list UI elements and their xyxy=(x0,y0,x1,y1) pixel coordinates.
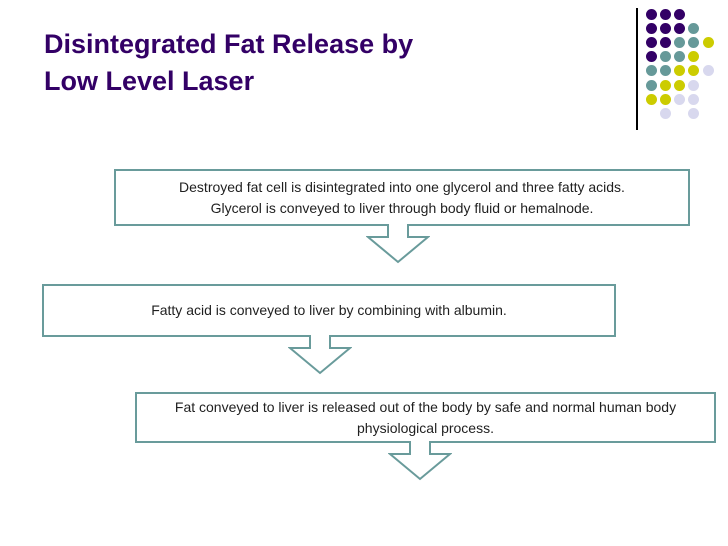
dot xyxy=(645,51,657,63)
dot xyxy=(702,65,714,77)
dot xyxy=(659,107,671,119)
flow-step-3-text-line-2: physiological process. xyxy=(357,419,494,436)
slide-title: Disintegrated Fat Release by Low Level L… xyxy=(44,26,413,100)
dot xyxy=(688,51,700,63)
dot xyxy=(674,22,686,34)
slide-title-line-2: Low Level Laser xyxy=(44,66,255,96)
dot xyxy=(659,8,671,20)
dot xyxy=(645,93,657,105)
slide-title-line-1: Disintegrated Fat Release by xyxy=(44,29,414,59)
dot xyxy=(688,22,700,34)
dot xyxy=(688,36,700,48)
flow-step-1-text-line-2: Glycerol is conveyed to liver through bo… xyxy=(210,199,594,216)
dot xyxy=(674,8,686,20)
dot xyxy=(659,93,671,105)
dot xyxy=(645,65,657,77)
dot xyxy=(645,8,657,20)
dot xyxy=(688,79,700,91)
flow-step-1-box: Destroyed fat cell is disintegrated into… xyxy=(114,169,690,226)
down-arrow-icon xyxy=(288,335,352,375)
dot xyxy=(688,65,700,77)
dot xyxy=(645,22,657,34)
dot xyxy=(674,79,686,91)
dot xyxy=(659,79,671,91)
flow-step-2-box: Fatty acid is conveyed to liver by combi… xyxy=(42,284,616,337)
decorative-vertical-line xyxy=(636,8,638,130)
dot xyxy=(688,107,700,119)
dot xyxy=(674,51,686,63)
dot xyxy=(645,36,657,48)
dot xyxy=(659,22,671,34)
flow-step-1-text-line-1: Destroyed fat cell is disintegrated into… xyxy=(179,178,625,195)
flow-step-3-box: Fat conveyed to liver is released out of… xyxy=(135,392,716,443)
dot xyxy=(645,79,657,91)
dot xyxy=(702,36,714,48)
down-arrow-icon xyxy=(366,224,430,264)
down-arrow-icon xyxy=(388,441,452,481)
dot xyxy=(674,93,686,105)
dot xyxy=(659,65,671,77)
dot xyxy=(659,51,671,63)
dot xyxy=(674,65,686,77)
dot-pattern-decoration xyxy=(645,8,726,129)
dot xyxy=(674,36,686,48)
flow-step-3-text-line-1: Fat conveyed to liver is released out of… xyxy=(174,398,677,415)
dot xyxy=(659,36,671,48)
flow-step-2-text-line-1: Fatty acid is conveyed to liver by combi… xyxy=(151,302,507,318)
dot xyxy=(688,93,700,105)
